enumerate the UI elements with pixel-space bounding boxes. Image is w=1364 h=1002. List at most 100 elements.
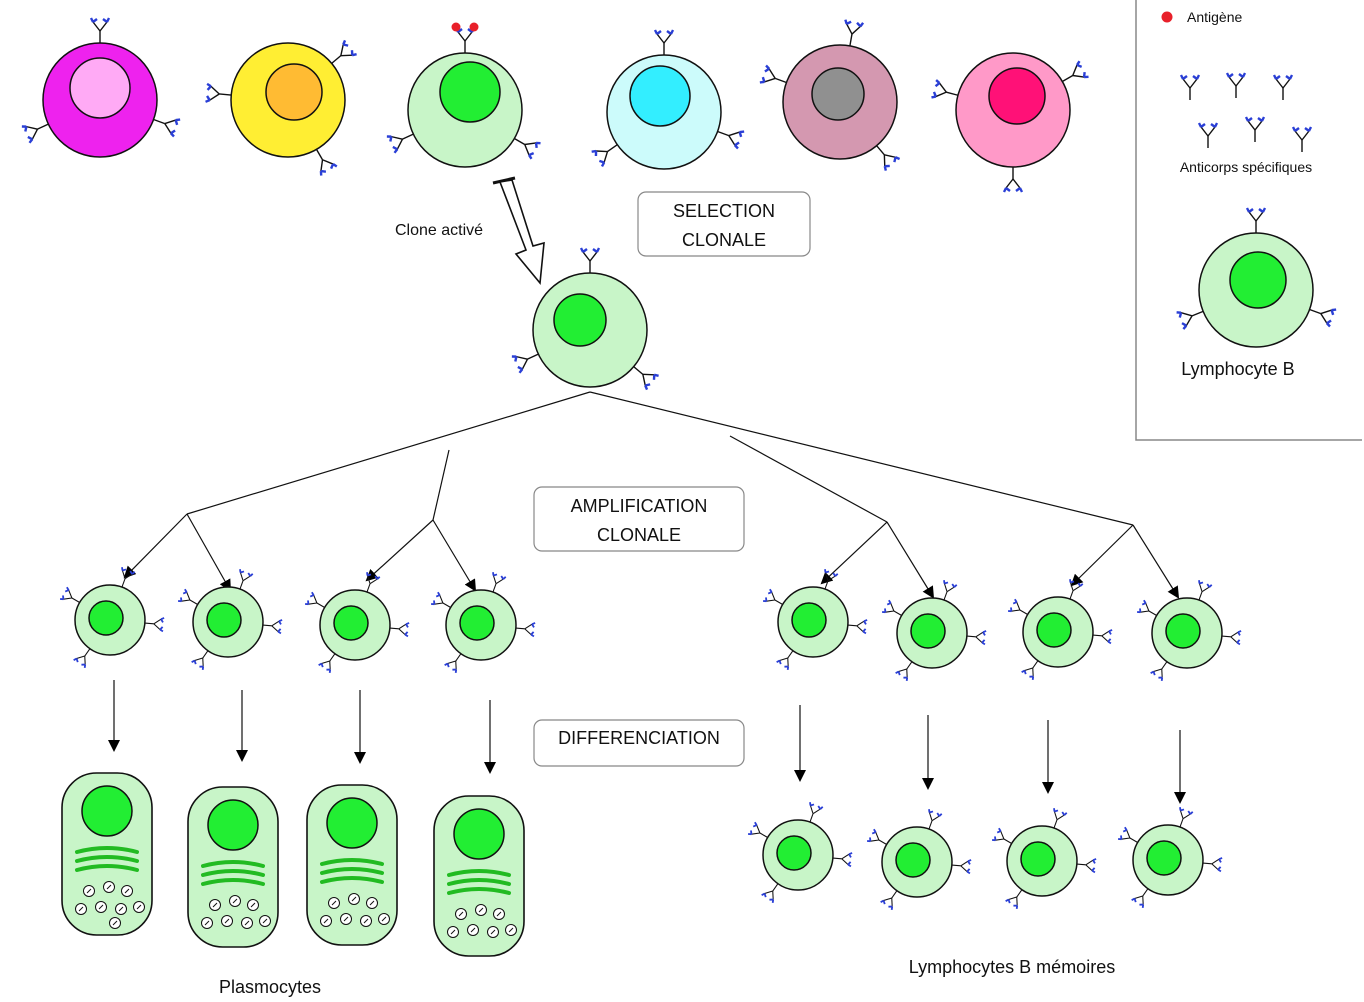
antibody-icon [1069, 579, 1084, 600]
cell-nucleus [629, 65, 691, 127]
differenciation-box [533, 719, 745, 767]
plasmocyte-cell [61, 772, 153, 936]
antibody-icon [451, 22, 479, 53]
endoplasmic-reticulum [75, 855, 139, 863]
antibody-icon [895, 661, 913, 682]
endoplasmic-reticulum [447, 887, 511, 895]
endoplasmic-reticulum [447, 869, 511, 877]
antibody-icon [1225, 72, 1247, 98]
cell-artwork [21, 11, 1337, 957]
antibody-icon [931, 79, 959, 99]
antibody-icon [1244, 116, 1266, 142]
antibody-icon [1005, 889, 1023, 910]
tree-arrow [886, 521, 935, 599]
antibody-icon [366, 572, 381, 593]
legend-antigen-dot [1161, 11, 1173, 23]
cell-nucleus [895, 842, 931, 878]
legend-lymphocyte-label: Lymphocyte B [1181, 359, 1294, 379]
antibody-icon [1197, 122, 1219, 148]
lymphocyte-yellow [205, 39, 357, 176]
antibody-icon [928, 809, 943, 830]
antibody-icon [315, 149, 338, 176]
antibody-icon [21, 123, 49, 144]
antibody-icon [844, 19, 865, 46]
antibody-icon [386, 133, 414, 154]
antibody-icon [262, 619, 283, 635]
antibody-icon [992, 827, 1012, 844]
cell-nucleus [988, 67, 1046, 125]
legend-lymphocyte [1176, 207, 1337, 348]
antibody-icon [205, 82, 232, 103]
antibody-icon [824, 569, 839, 590]
endoplasmic-reticulum [320, 858, 384, 866]
endoplasmic-reticulum [75, 864, 139, 872]
endoplasmic-reticulum [201, 869, 265, 877]
memory-lymphocyte [1118, 807, 1223, 909]
cell-nucleus [459, 605, 495, 641]
daughter-lymphocyte [60, 567, 165, 669]
memory-lymphocyte [992, 808, 1097, 910]
antibody-icon [876, 145, 901, 171]
antibody-icon [1150, 661, 1168, 682]
tree-arrow [365, 519, 434, 582]
endoplasmic-reticulum [201, 878, 265, 886]
daughter-lymphocyte [305, 572, 410, 674]
tree-arrow [1132, 524, 1180, 599]
antibody-icon [1062, 60, 1089, 83]
antibody-icon [191, 650, 209, 671]
tree-arrow [123, 513, 188, 579]
amplification-clonale-box [533, 486, 745, 552]
antibody-icon [809, 802, 824, 823]
cell-nucleus [776, 835, 812, 871]
antibody-icon [144, 617, 165, 633]
antibody-icon [1202, 857, 1223, 873]
antibody-icon [1221, 630, 1242, 646]
antibody-icon [178, 588, 198, 605]
cell-nucleus [1165, 613, 1201, 649]
antibody-icon [1179, 807, 1194, 828]
amplification-label-line1: AMPLIFICATION [571, 496, 708, 516]
antibody-icon [1092, 629, 1113, 645]
antibody-icon [943, 580, 958, 601]
cell-nucleus [553, 293, 607, 347]
antibody-icon [1198, 580, 1213, 601]
antibody-icon [966, 630, 987, 646]
antibody-icon [761, 883, 779, 904]
antibody-icon [121, 567, 136, 588]
daughter-lymphocyte [431, 572, 536, 674]
antibody-icon [444, 653, 462, 674]
legend-anticorps-label: Anticorps spécifiques [1180, 159, 1312, 175]
tree-branch [432, 449, 450, 521]
antibody-icon [880, 890, 898, 911]
antibody-icon [1008, 598, 1028, 615]
activated-clone-cell [511, 247, 659, 391]
antibody-icon [1131, 888, 1149, 909]
cell-nucleus [206, 602, 242, 638]
memory-lymphocyte [748, 802, 853, 904]
cell-nucleus [1036, 612, 1072, 648]
memory-lymphocyte [867, 809, 972, 911]
antibody-icon [431, 591, 451, 608]
lymphocyte-magenta [21, 17, 181, 158]
activation-arrow [492, 176, 545, 285]
endoplasmic-reticulum [320, 876, 384, 884]
antibody-icon [759, 64, 787, 84]
tree-arrow [820, 521, 888, 585]
endoplasmic-reticulum [320, 867, 384, 875]
tree-branch [186, 391, 591, 515]
cell-nucleus [265, 63, 323, 121]
antibody-icon [1118, 826, 1138, 843]
plasmocyte-nucleus [81, 785, 133, 837]
antibody-icon [847, 619, 868, 635]
plasmocyte-nucleus [453, 808, 505, 860]
cell-nucleus [791, 602, 827, 638]
daughter-lymphocyte [1137, 580, 1242, 682]
lymphocyte-pink [931, 52, 1089, 193]
cell-nucleus [88, 600, 124, 636]
plasmocytes-label: Plasmocytes [219, 977, 321, 997]
antibody-icon [867, 828, 887, 845]
clone-active-label: Clone activé [395, 222, 483, 239]
antibody-icon [1176, 310, 1204, 330]
endoplasmic-reticulum [75, 846, 139, 854]
